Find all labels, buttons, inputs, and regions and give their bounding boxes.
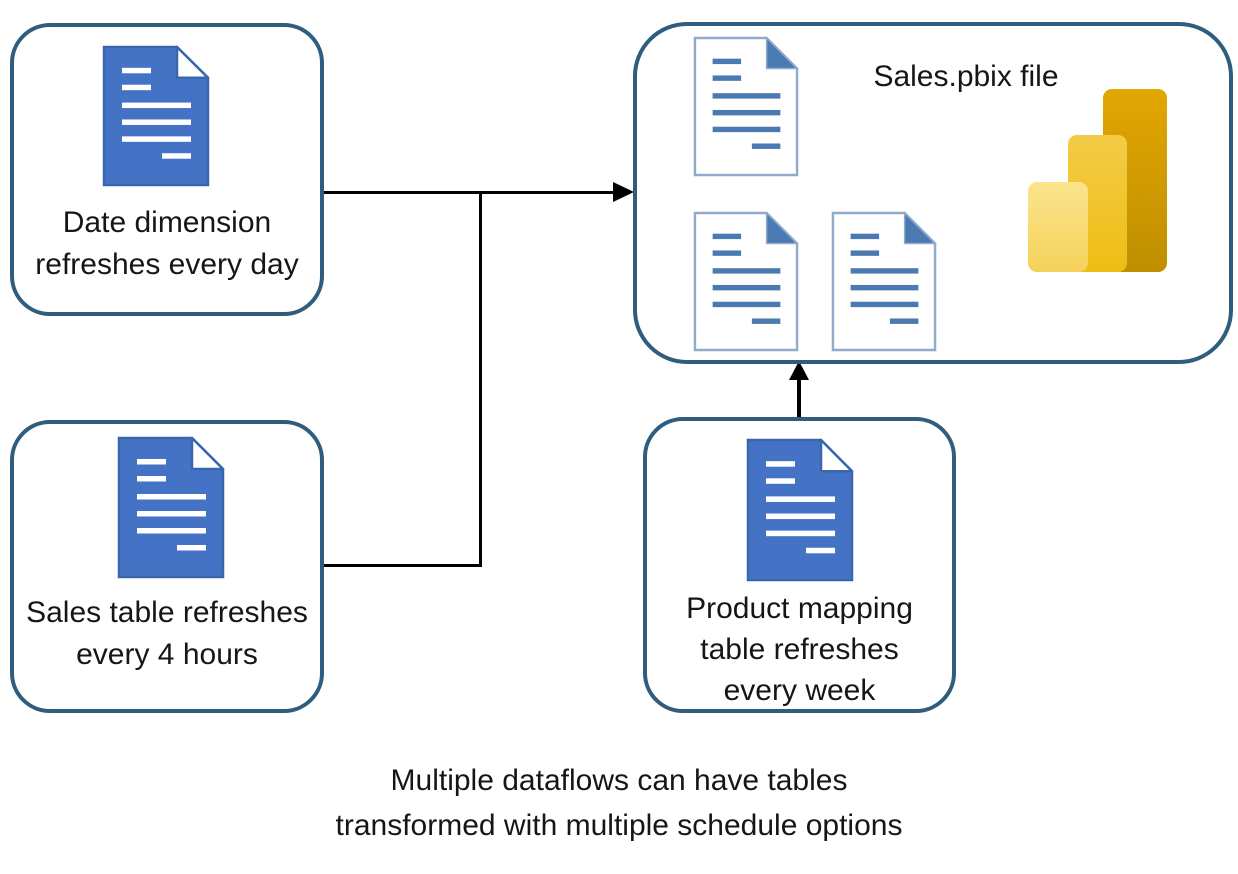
sales-dataflow-label: Sales table refreshes every 4 hours: [14, 592, 320, 676]
connector-product-to-pbix-line: [797, 378, 801, 418]
connector-date-to-pbix-line: [322, 191, 615, 194]
white-document-icon: [830, 210, 938, 353]
product-dataflow-label: Product mapping table refreshes every we…: [647, 588, 952, 711]
diagram-caption-line1: Multiple dataflows can have tables: [390, 764, 848, 797]
product-dataflow-label-line2: table refreshes: [700, 633, 899, 666]
date-dataflow-label-line1: Date dimension: [62, 206, 272, 239]
connector-merge-vertical-line: [479, 191, 482, 567]
blue-document-icon: [101, 44, 211, 188]
blue-document-icon: [116, 435, 226, 580]
pbix-file-title: Sales.pbix file: [873, 60, 1059, 93]
arrowhead-up-icon: [789, 361, 809, 380]
node-date-dataflow: Date dimension refreshes every day: [10, 23, 324, 316]
node-sales-dataflow: Sales table refreshes every 4 hours: [10, 420, 324, 713]
node-pbix-file: Sales.pbix file: [633, 22, 1233, 364]
connector-sales-to-merge-line: [322, 564, 482, 567]
sales-dataflow-label-line1: Sales table refreshes: [26, 596, 308, 629]
product-dataflow-label-line1: Product mapping: [686, 592, 913, 625]
diagram-caption-line2: transformed with multiple schedule optio…: [335, 809, 903, 842]
blue-document-icon: [745, 437, 855, 583]
sales-dataflow-label-line2: every 4 hours: [76, 638, 258, 671]
power-bi-logo-bar-short: [1028, 182, 1088, 272]
date-dataflow-label: Date dimension refreshes every day: [14, 202, 320, 286]
diagram-caption: Multiple dataflows can have tables trans…: [0, 758, 1238, 848]
date-dataflow-label-line2: refreshes every day: [35, 248, 299, 281]
product-dataflow-label-line3: every week: [723, 674, 876, 707]
white-document-icon: [692, 35, 800, 178]
white-document-icon: [692, 210, 800, 353]
node-product-dataflow: Product mapping table refreshes every we…: [643, 417, 956, 713]
arrowhead-right-icon: [613, 182, 634, 202]
